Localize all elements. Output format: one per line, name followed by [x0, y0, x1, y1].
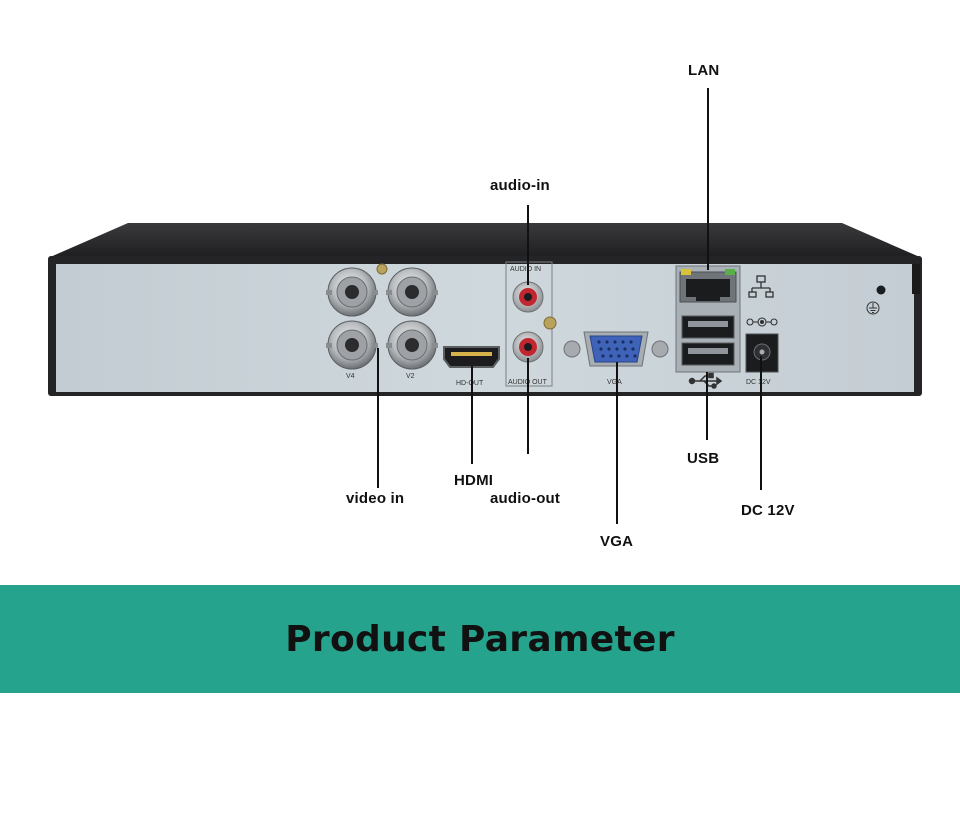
bnc-connector [386, 267, 438, 317]
ground-terminal [866, 285, 886, 315]
rca-audio-in-jack [512, 281, 544, 313]
callout-dc: DC 12V [741, 502, 795, 519]
lan-usb-block [675, 265, 774, 389]
bnc-video-inputs: V4 V2 [326, 263, 438, 380]
panel-label-v2: V2 [406, 373, 415, 380]
lan-port [679, 269, 737, 303]
panel-label-hd-out: HD-OUT [456, 380, 484, 387]
screw-icon [543, 316, 557, 330]
rear-panel [56, 264, 914, 392]
bnc-connector [326, 267, 378, 317]
callout-lan: LAN [688, 62, 720, 79]
leader-line-dc [760, 356, 762, 490]
network-icon [748, 275, 774, 298]
leader-line-lan [707, 88, 709, 270]
callout-video-in: video in [346, 490, 405, 507]
callout-audio-out: audio-out [490, 490, 561, 507]
leader-line-usb [706, 372, 708, 440]
vga-port: VGA [563, 331, 669, 386]
callout-hdmi: HDMI [454, 472, 494, 489]
usb-port [681, 315, 735, 339]
leader-line-hdmi [471, 366, 473, 464]
callout-audio-in: audio-in [490, 177, 550, 194]
usb-port [681, 342, 735, 366]
panel-label-audio-in: AUDIO IN [510, 266, 541, 273]
section-banner: Product Parameter [0, 585, 960, 693]
dc-power-jack: DC 12V [745, 317, 779, 386]
leader-line-vga [616, 362, 618, 524]
polarity-icon [746, 317, 778, 327]
panel-label-dc: DC 12V [746, 379, 771, 386]
leader-line-audio-in [527, 205, 529, 285]
bnc-connector [326, 320, 378, 370]
callout-vga: VGA [600, 533, 634, 550]
usb-icon [688, 372, 723, 389]
leader-line-audio-out [527, 358, 529, 454]
screw-icon [376, 263, 388, 275]
rca-audio-out-jack [512, 331, 544, 363]
panel-label-v4: V4 [346, 373, 355, 380]
panel-label-vga: VGA [607, 379, 622, 386]
banner-title: Product Parameter [285, 618, 675, 660]
dvr-rear-panel-illustration: V4 V2 HD-OUT AUDIO IN AUDIO OUT [48, 223, 922, 396]
bnc-connector [386, 320, 438, 370]
chassis-top [48, 223, 922, 258]
callout-usb: USB [687, 450, 720, 467]
ground-icon [866, 301, 880, 315]
hdmi-port: HD-OUT [443, 346, 500, 387]
leader-line-video-in [377, 348, 379, 488]
